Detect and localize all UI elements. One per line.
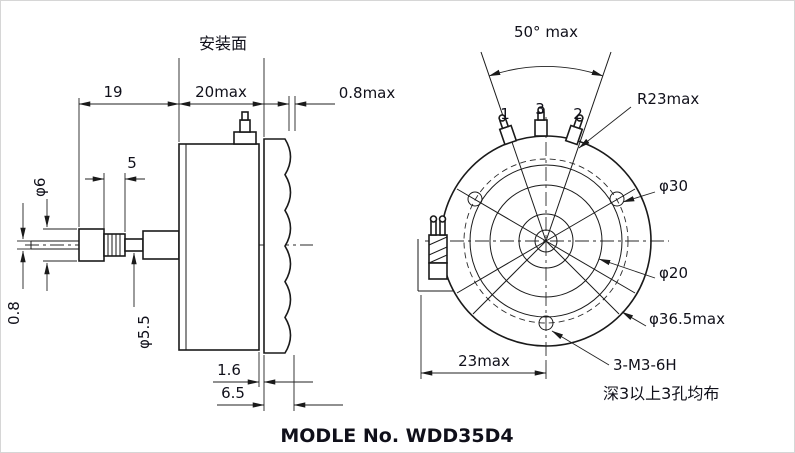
dim-slot-width: 0.8 (5, 203, 31, 325)
front-view: 50° max 1 3 2 (417, 23, 725, 403)
dim-thread-dia-text: φ5.5 (135, 315, 153, 349)
dim-bolt-circle: φ30 (622, 177, 688, 203)
dim-rear-gap-text: 0.8max (339, 84, 396, 102)
side-view: 安装面 19 20max 0.8max 5 (5, 34, 395, 411)
dim-shaft-length-text: 19 (103, 83, 122, 101)
angle-dim-text: 50° max (514, 23, 578, 41)
terminal-1 (498, 114, 518, 146)
top-terminal-pin (233, 111, 257, 145)
radial-lines (456, 188, 636, 315)
dim-flat-length: 5 (85, 154, 145, 232)
dim-step-depth: 1.6 (213, 352, 313, 411)
dim-shaft-length: 19 (78, 83, 180, 227)
terminal-3-label: 3 (535, 100, 545, 118)
dim-step-depth-text: 1.6 (217, 361, 241, 379)
dim-rear-length-text: 6.5 (221, 384, 245, 402)
mounting-face-callout: 安装面 (178, 34, 265, 142)
rear-cover (263, 138, 292, 354)
dim-slot-width-text: 0.8 (5, 301, 23, 325)
dim-rear-length: 6.5 (217, 355, 343, 411)
dim-hub-dia: φ20 (598, 258, 688, 282)
shaft (78, 228, 180, 262)
dim-body-dia: φ36.5max (621, 310, 725, 328)
body (178, 143, 260, 351)
dim-terminal-radius: R23max (578, 90, 699, 149)
mounting-face-label: 安装面 (199, 34, 247, 53)
dim-body-length-text: 20max (195, 83, 247, 101)
dim-flat-length-text: 5 (127, 154, 137, 172)
dim-bolt-circle-text: φ30 (659, 177, 688, 195)
dim-body-length: 20max (178, 83, 265, 107)
dim-shaft-dia: φ6 (31, 178, 77, 291)
dim-lug-offset-text: 23max (458, 352, 510, 370)
shaft-slot (30, 240, 79, 250)
side-lug (417, 215, 453, 292)
dim-thread-spec: 3-M3-6H (551, 330, 677, 374)
terminal-2 (564, 114, 584, 146)
hole-note-text: 深3以上3孔均布 (603, 384, 719, 403)
terminal-1-label: 1 (500, 105, 510, 123)
dim-terminal-radius-text: R23max (637, 90, 699, 108)
dim-shaft-dia-text: φ6 (31, 178, 49, 197)
dim-rear-gap: 0.8max (257, 84, 395, 131)
terminal-3 (534, 106, 548, 137)
dim-body-dia-text: φ36.5max (649, 310, 725, 328)
terminal-2-label: 2 (573, 105, 583, 123)
dim-lug-offset: 23max (420, 295, 547, 379)
model-number-title: MODLE No. WDD35D4 (280, 425, 513, 447)
angle-dim: 50° max (480, 23, 612, 242)
dim-thread-spec-text: 3-M3-6H (613, 356, 677, 374)
dim-hub-dia-text: φ20 (659, 264, 688, 282)
dim-thread-dia: φ5.5 (131, 252, 153, 349)
